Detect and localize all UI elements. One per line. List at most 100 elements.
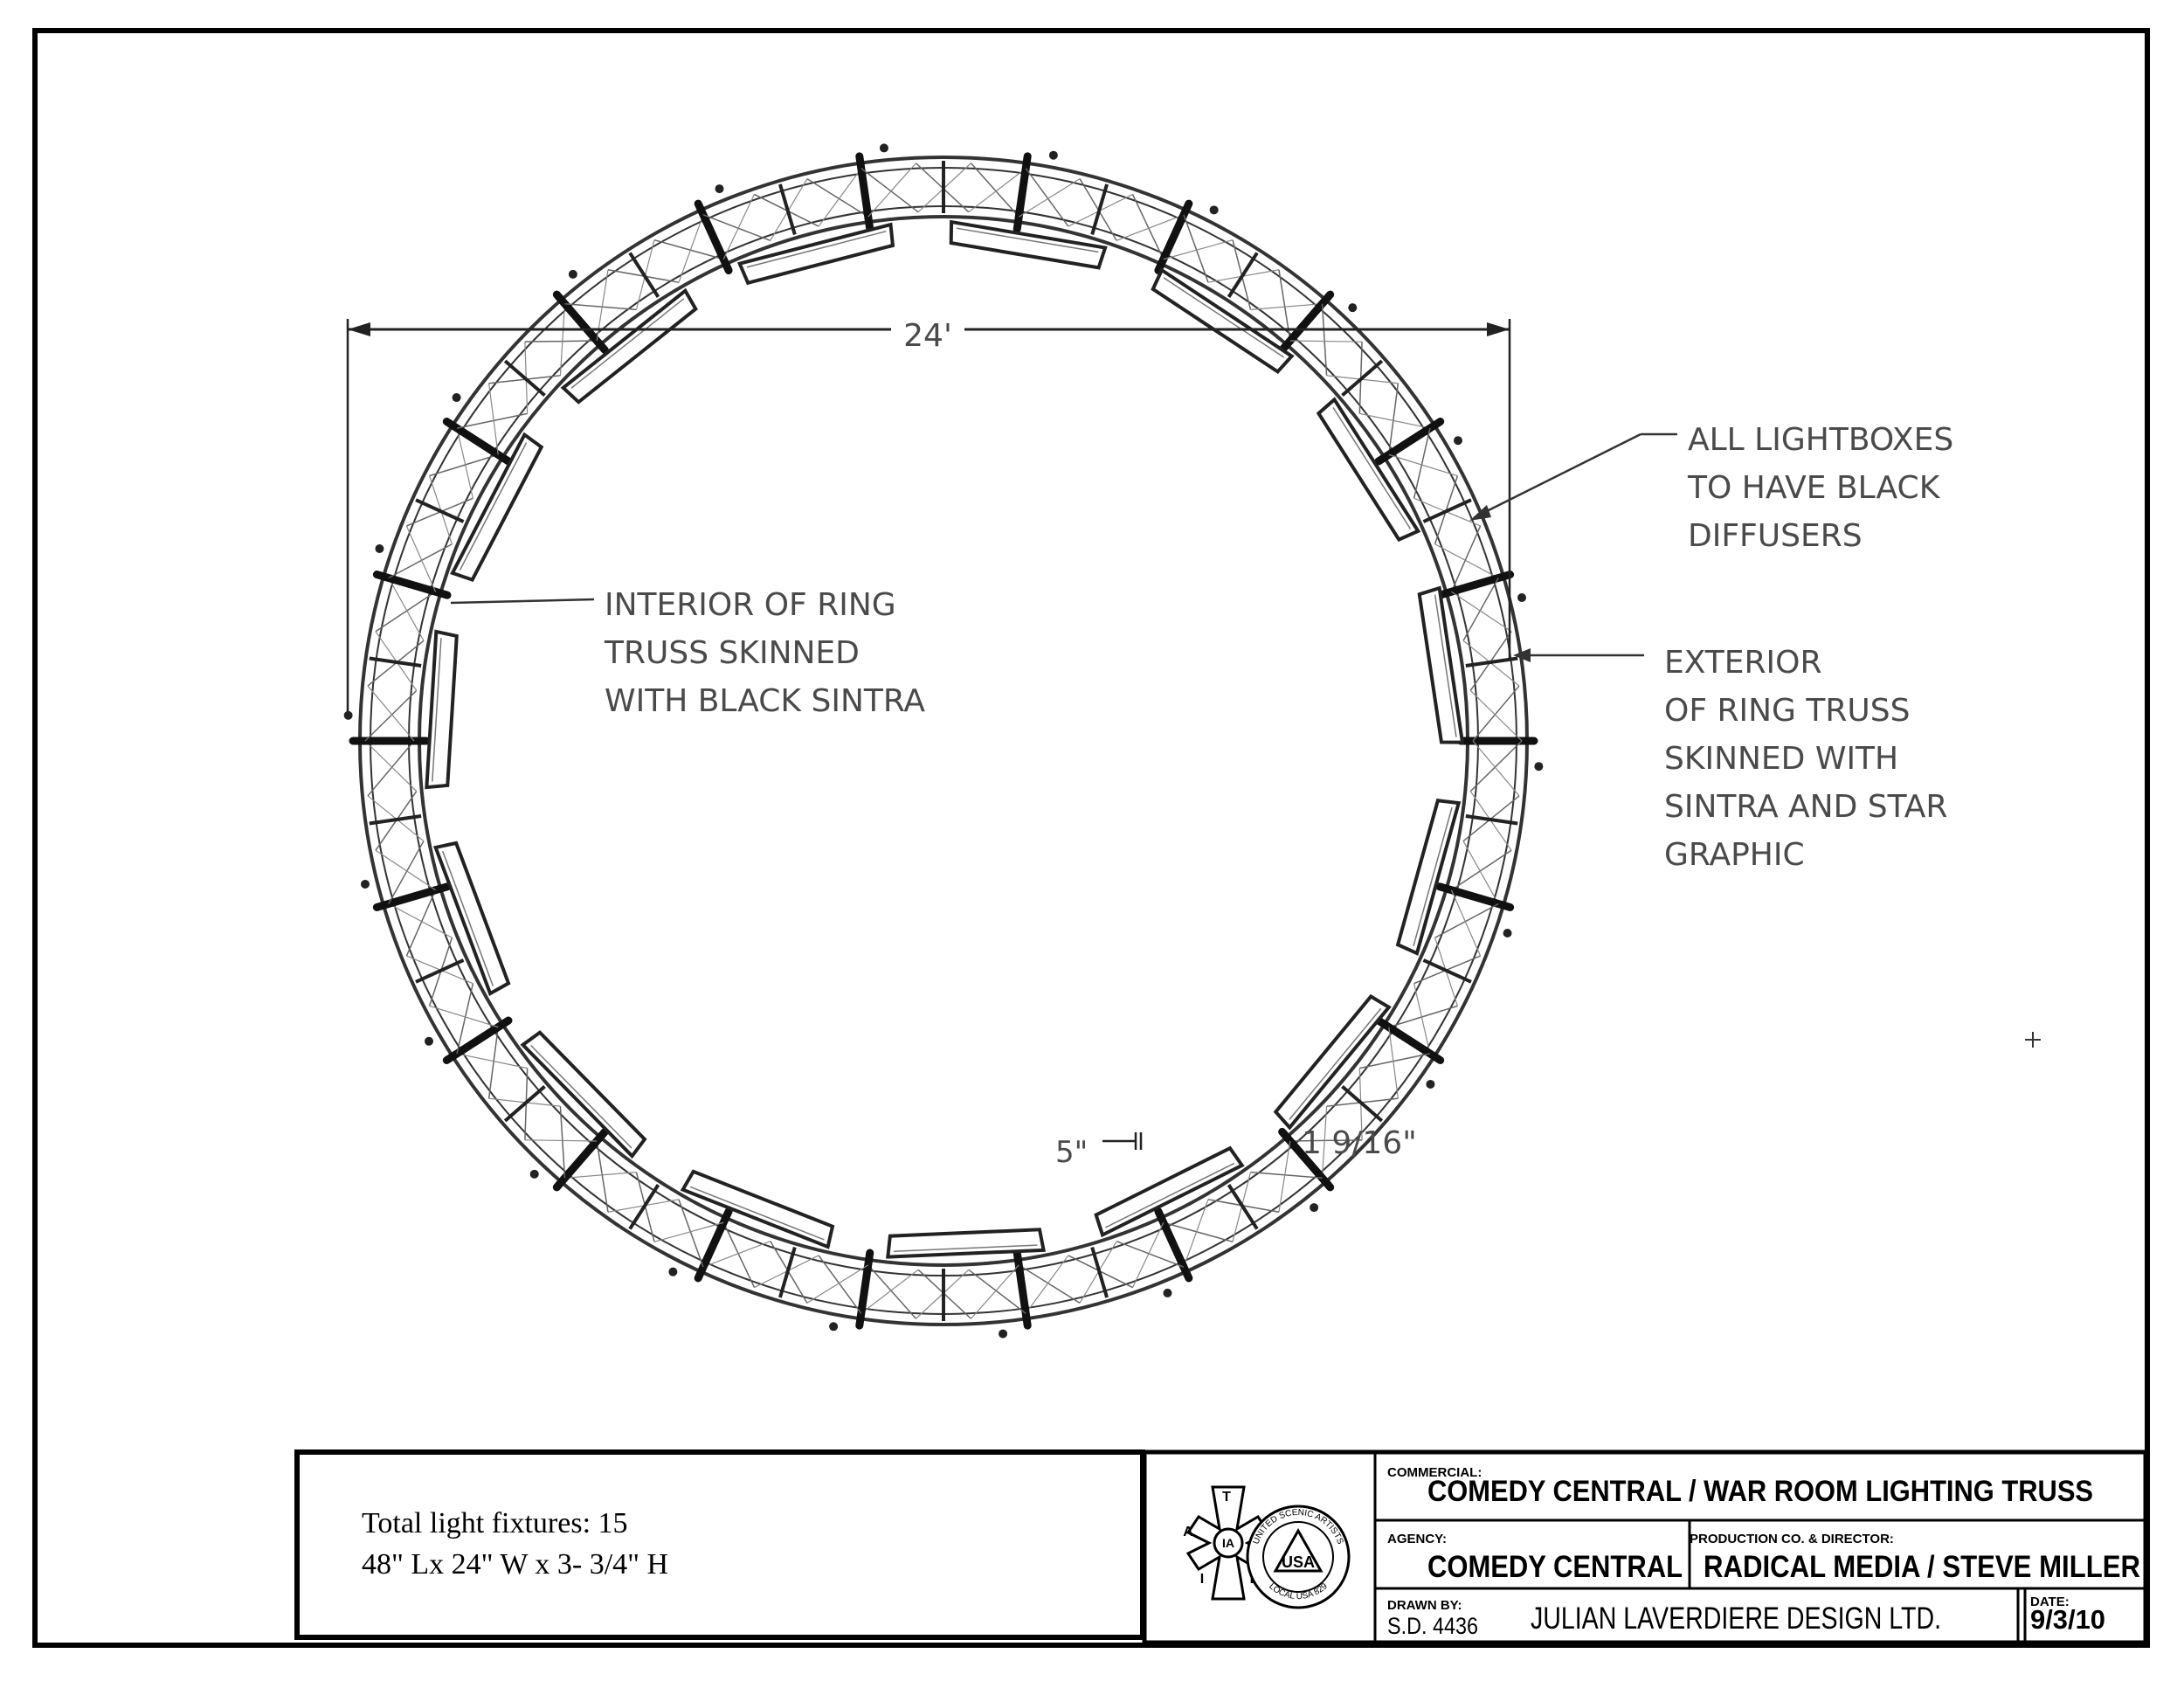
truss-connector	[694, 199, 733, 274]
truss-lacing	[702, 214, 771, 242]
truss-lacing	[1450, 889, 1482, 957]
dimension-label: 24'	[903, 318, 952, 354]
truss-bolt	[999, 1329, 1008, 1339]
truss-lacing	[722, 194, 756, 260]
logo-letter-i: I	[1200, 1572, 1204, 1587]
truss-lacing	[456, 983, 474, 1055]
commercial-label: COMMERCIAL:	[1387, 1465, 1482, 1480]
truss-bolt	[879, 143, 888, 153]
truss-lacing	[1321, 1106, 1328, 1179]
notes-line-1: Total light fixtures: 15	[362, 1507, 628, 1539]
truss-rung	[628, 252, 660, 298]
truss-lacing	[818, 168, 862, 227]
truss-connector	[1154, 199, 1193, 274]
truss-lacing	[1359, 1053, 1431, 1069]
truss-lacing	[367, 740, 415, 797]
truss-lacing	[524, 1139, 598, 1142]
truss-lacing	[487, 1027, 499, 1099]
light-box	[1316, 397, 1421, 543]
light-box-edge	[459, 442, 528, 571]
truss-lacing	[1388, 383, 1400, 455]
light-box-edge	[1289, 1007, 1382, 1120]
truss-lacing	[1289, 1139, 1363, 1142]
truss-connector	[372, 882, 452, 911]
truss-lacing	[1359, 412, 1431, 429]
notes-line-2: 48" Lx 24" W x 3- 3/4" H	[362, 1548, 668, 1581]
truss-connector	[442, 418, 513, 466]
note-lightboxes-line-2: TO HAVE BLACK	[1687, 470, 1941, 506]
agency-label: AGENCY:	[1387, 1532, 1447, 1546]
truss-lacing	[388, 543, 453, 579]
ring-inner-rail-2	[408, 205, 1479, 1276]
truss-rung	[1227, 1184, 1259, 1230]
truss-lacing	[653, 1221, 724, 1242]
light-box	[949, 219, 1108, 270]
truss-lacing	[1025, 1255, 1069, 1314]
commercial-value: COMEDY CENTRAL / WAR ROOM LIGHTING TRUSS	[1427, 1475, 2093, 1508]
truss-lacing	[1462, 578, 1499, 641]
truss-lacing	[524, 340, 598, 342]
truss-lacing	[1250, 1171, 1323, 1180]
truss-bolt	[529, 1169, 539, 1179]
truss-lacing	[1450, 525, 1482, 592]
ring-truss	[343, 143, 1544, 1339]
truss-bolt	[1310, 1203, 1319, 1213]
light-box	[1417, 585, 1465, 744]
truss-lacing	[1163, 239, 1234, 260]
light-box-edge	[1413, 806, 1453, 947]
dimension-5in: 5"	[1055, 1132, 1143, 1170]
truss-lacing	[818, 1255, 862, 1314]
truss-connector	[1374, 1016, 1445, 1064]
truss-rung	[778, 1246, 797, 1298]
light-box	[1273, 993, 1392, 1131]
light-box	[425, 629, 459, 790]
usa-seal: UNITED SCENIC ARTISTS LOCAL USA 829 USA	[1246, 1505, 1351, 1609]
truss-bolt	[1534, 762, 1544, 771]
truss-lacing	[1116, 1240, 1185, 1268]
truss-lacing	[970, 163, 1019, 218]
truss-lacing	[678, 214, 704, 283]
truss-rung	[1465, 813, 1518, 826]
note-exterior-line-2: OF RING TRUSS	[1664, 693, 1910, 729]
truss-lacing	[867, 163, 916, 218]
light-box-edge	[689, 1186, 825, 1241]
truss-lacing	[364, 740, 418, 792]
truss-lacing	[722, 1221, 756, 1288]
light-box-edge	[893, 1244, 1038, 1252]
truss-lacing	[1018, 178, 1081, 218]
truss-lacing	[1183, 214, 1209, 283]
truss-lacing	[596, 1140, 609, 1213]
truss-bolt	[425, 1036, 434, 1046]
sheet-border	[32, 28, 2150, 1648]
truss-lacing	[388, 841, 425, 904]
truss-rung	[778, 183, 797, 236]
note-exterior: EXTERIOR OF RING TRUSS SKINNED WITH SINT…	[1513, 645, 1947, 873]
note-lightboxes-line-3: DIFFUSERS	[1688, 518, 1863, 554]
truss-lacing	[1025, 168, 1069, 227]
logo-ia: IA	[1222, 1536, 1234, 1550]
truss-lacing	[1163, 1221, 1234, 1243]
truss-lacing	[1116, 214, 1185, 241]
light-box	[886, 1228, 1047, 1259]
light-box-edge	[432, 638, 442, 782]
title-block: COMMERCIAL: COMEDY CENTRAL / WAR ROOM LI…	[1142, 1449, 2148, 1645]
truss-rung	[628, 1184, 660, 1230]
truss-lacing	[968, 168, 1026, 213]
light-box-edge	[570, 298, 685, 389]
logo-letter-a: A	[1183, 1525, 1193, 1539]
truss-lacing	[860, 168, 919, 213]
truss-bolt	[829, 1322, 839, 1332]
truss-lacing	[1472, 740, 1520, 797]
light-box-edge	[1332, 406, 1412, 529]
iatse-cross	[1185, 1485, 1271, 1601]
truss-lacing	[1451, 591, 1512, 633]
agency-value: COMEDY CENTRAL	[1427, 1550, 1683, 1584]
truss-lacing	[456, 427, 473, 499]
truss-rung	[415, 958, 465, 984]
truss-lacing	[971, 1264, 1019, 1319]
truss-lacing	[564, 302, 637, 311]
truss-lacing	[1388, 453, 1458, 477]
truss-lacing	[375, 591, 436, 633]
truss-bolt	[1163, 1288, 1172, 1297]
